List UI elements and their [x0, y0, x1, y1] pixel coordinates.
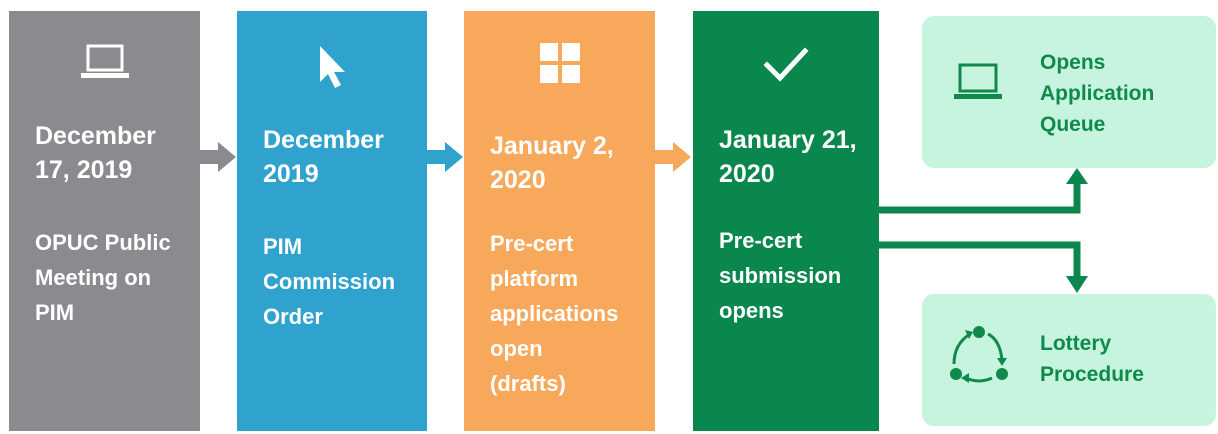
arrow-blue: [427, 142, 463, 172]
step-date: January 2,2020: [490, 132, 614, 194]
laptop-icon: [9, 41, 200, 85]
cycle-icon: [946, 324, 1012, 389]
arrow-to-lottery: [879, 241, 1088, 293]
arrow-gray: [200, 142, 236, 172]
arrow-to-queue: [879, 168, 1088, 214]
laptop-icon: [952, 62, 1004, 109]
windows-grid-icon: [464, 41, 655, 85]
step-date: January 21,2020: [719, 126, 857, 188]
checkmark-icon: [693, 43, 879, 87]
cursor-icon: [237, 45, 427, 89]
arrow-orange: [655, 142, 691, 172]
